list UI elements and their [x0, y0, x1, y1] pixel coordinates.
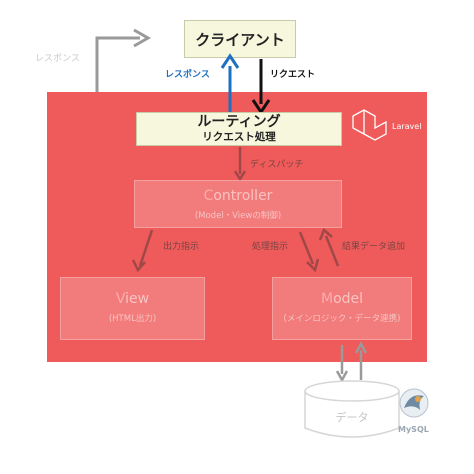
routing-title: ルーティング	[197, 114, 281, 130]
outer-response-label: レスポンス	[35, 54, 80, 64]
view-title: View	[61, 290, 204, 308]
laravel-logo-icon	[352, 109, 387, 141]
db-up-arrowhead	[354, 341, 368, 354]
output-instruction-arrowhead	[131, 259, 146, 273]
result-data-arrowhead	[318, 227, 333, 241]
laravel-logo-text: Laravel	[392, 122, 422, 131]
db-down-arrowhead	[335, 370, 349, 383]
dispatch-arrowhead	[233, 170, 247, 182]
view-subtitle: (HTML出力)	[108, 314, 157, 324]
response-arrowhead	[220, 53, 240, 69]
view-initial: V	[115, 291, 126, 307]
model-title: Model	[273, 290, 411, 308]
process-instruction-arrowhead	[306, 258, 320, 273]
routing-box: ルーティング リクエスト処理	[136, 112, 342, 146]
client-label: クライアント	[195, 30, 285, 49]
dispatch-label: ディスパッチ	[250, 160, 304, 170]
model-initial: M	[320, 291, 334, 307]
view-rest: iew	[125, 291, 150, 307]
output-instruction-label: 出力指示	[163, 242, 200, 252]
controller-title: Controller	[135, 187, 341, 205]
view-box: View (HTML出力)	[60, 277, 205, 340]
controller-initial: C	[203, 188, 214, 204]
result-data-arrow	[324, 235, 340, 267]
controller-rest: ontroller	[213, 188, 273, 204]
controller-subtitle: (Model・Viewの制御)	[194, 211, 282, 221]
outer-response-arrowhead	[133, 28, 152, 48]
model-box: Model (メインロジック・データ連携)	[272, 277, 412, 340]
routing-subtitle: リクエスト処理	[202, 131, 276, 143]
response-label: レスポンス	[165, 70, 210, 80]
database-cylinder	[304, 380, 400, 438]
result-data-label: 結果データ追加	[342, 242, 406, 252]
controller-box: Controller (Model・Viewの制御)	[134, 180, 342, 228]
mysql-logo-icon	[399, 388, 429, 418]
model-subtitle: (メインロジック・データ連携)	[283, 314, 401, 324]
client-box: クライアント	[184, 20, 296, 58]
model-rest: odel	[333, 291, 364, 307]
database-label: データ	[335, 411, 369, 424]
process-instruction-arrow	[298, 231, 315, 265]
output-instruction-arrow	[138, 229, 154, 267]
mysql-logo-text: MySQL	[398, 425, 429, 434]
request-label: リクエスト	[270, 70, 316, 80]
process-instruction-label: 処理指示	[252, 242, 289, 252]
